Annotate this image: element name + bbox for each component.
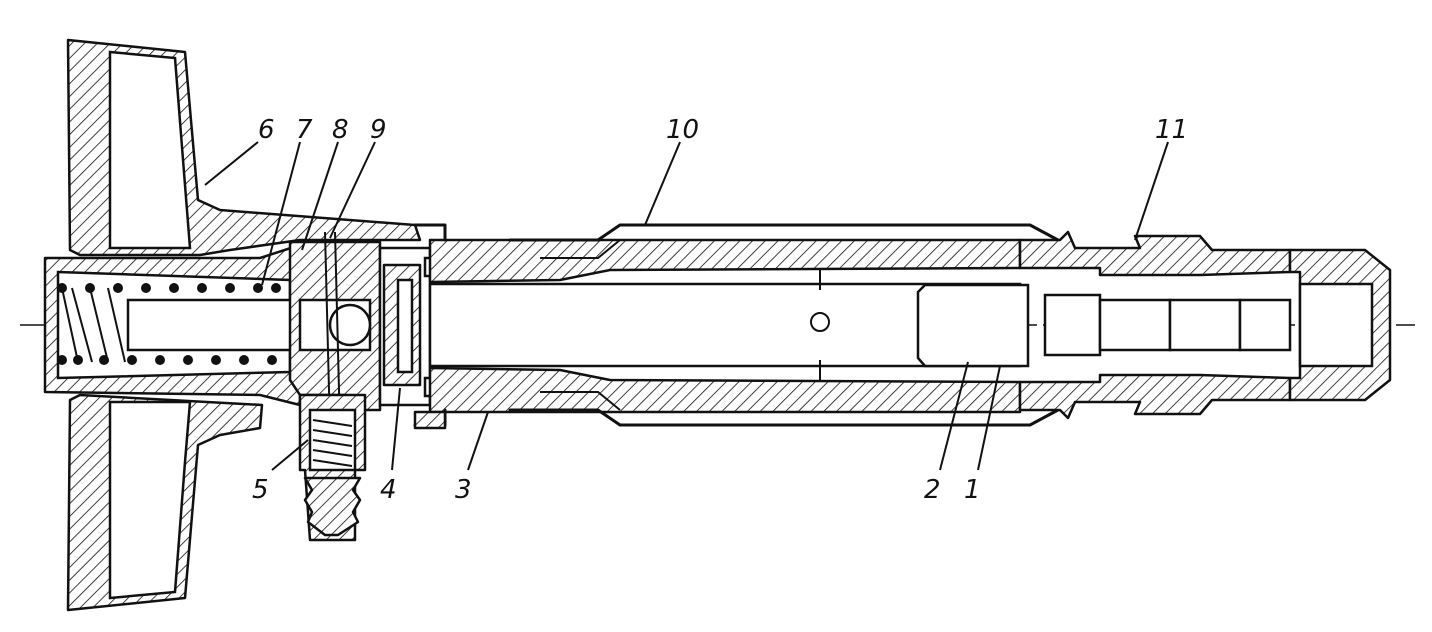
spring-part-7 <box>57 283 281 365</box>
callout-labels: 6 7 8 9 10 11 5 4 3 2 1 <box>252 115 1188 505</box>
label-10: 10 <box>666 115 699 145</box>
cartridge-holder-part-11 <box>1018 230 1392 420</box>
label-8: 8 <box>332 115 349 145</box>
label-4: 4 <box>380 475 397 505</box>
center-mark <box>810 312 830 332</box>
label-1: 1 <box>964 475 981 505</box>
valve-body-part-8 <box>288 240 382 412</box>
label-9: 9 <box>370 115 387 145</box>
outer-sleeve-part-10 <box>508 223 1060 427</box>
nozzle-fitting-part-5 <box>298 393 367 542</box>
label-2: 2 <box>924 475 941 505</box>
label-6: 6 <box>258 115 275 145</box>
plunger-rod <box>126 298 302 352</box>
label-5: 5 <box>252 475 269 505</box>
leader-lines <box>204 141 1169 471</box>
label-11: 11 <box>1155 115 1188 145</box>
piston-part-2 <box>916 283 1030 368</box>
label-7: 7 <box>296 115 313 145</box>
label-3: 3 <box>455 475 472 505</box>
filter-disc-part-4 <box>378 246 442 407</box>
